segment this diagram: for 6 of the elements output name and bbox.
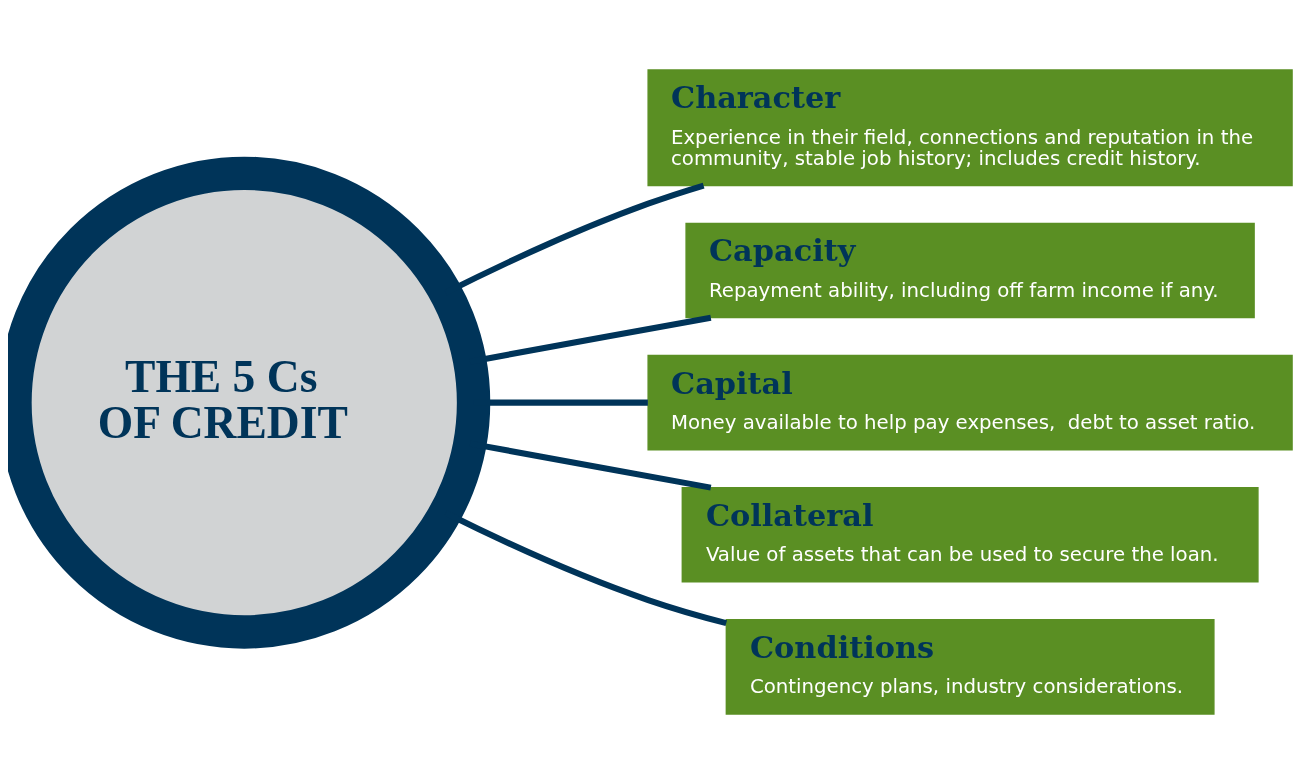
node-box: Collateral Value of assets that can be used to secure the loan. [681,486,1259,583]
node-box: Capital Money available to help pay expenses, debt to asset ratio. [647,354,1293,450]
node-box: Character Experience in their field, connections and reputation in the community, stable job history; includes credit history. [647,68,1293,186]
node-box: Capacity Repayment ability, including off farm income if any. [685,222,1255,318]
node-circle: THE 5 Cs OF CREDIT [8,156,491,649]
node-box: Conditions Contingency plans, industry considerations. [725,618,1215,715]
